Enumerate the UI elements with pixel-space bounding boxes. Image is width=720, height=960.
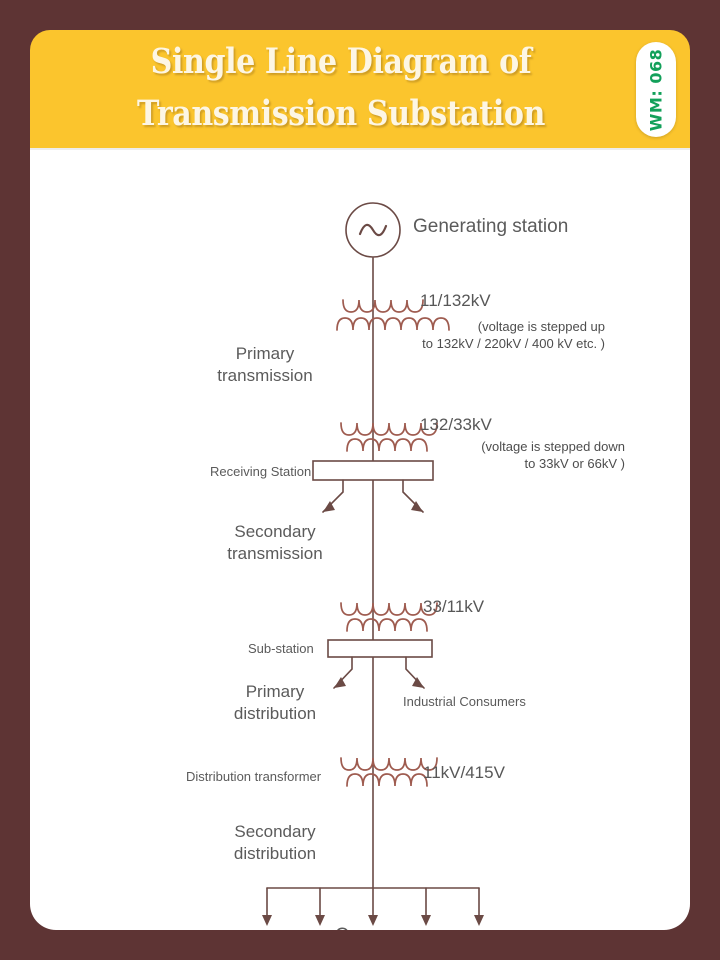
label-industrial-consumers: Industrial Consumers: [403, 694, 526, 709]
label-ratio-step-up: 11/132kV: [420, 291, 491, 310]
label-receiving-station: Receiving Station: [210, 464, 312, 479]
transformer-step-up: [336, 299, 450, 331]
transformer-step-down-1: [340, 422, 438, 452]
note-step-down-1: (voltage is stepped down to 33kV or 66kV…: [481, 439, 625, 471]
stage-secondary-transmission: Secondary transmission: [227, 522, 323, 563]
page-title: Single Line Diagram of Transmission Subs…: [137, 41, 545, 134]
diagram-svg: [262, 202, 484, 926]
generator-circle: [345, 202, 401, 258]
receiving-station-bar: [312, 460, 434, 481]
watermark-badge-label: WM: 068: [646, 48, 666, 131]
generator-sine-wave: [358, 223, 388, 237]
label-distribution-transformer: Distribution transformer: [186, 769, 322, 784]
label-generating-station: Generating station: [413, 216, 569, 237]
title-banner: Single Line Diagram of Transmission Subs…: [30, 30, 690, 148]
transformer-distribution: [340, 757, 438, 787]
stage-primary-transmission: Primary transmission: [217, 344, 313, 385]
content-card: Generating station 11/132kV (voltage is …: [30, 30, 690, 930]
label-sub-station: Sub-station: [248, 641, 314, 656]
note-step-up: (voltage is stepped up to 132kV / 220kV …: [422, 319, 605, 351]
stage-secondary-distribution: Secondary distribution: [233, 822, 317, 863]
single-line-diagram: Generating station 11/132kV (voltage is …: [60, 178, 690, 930]
label-ratio-step-down-2: 33/11kV: [423, 597, 485, 616]
watermark-badge: WM: 068: [636, 42, 676, 137]
sub-station-bar: [327, 639, 433, 658]
label-ratio-distribution: 11kV/415V: [423, 763, 505, 782]
label-consumers: Consumers: [335, 925, 432, 930]
label-ratio-step-down-1: 132/33kV: [420, 415, 492, 434]
stage-primary-distribution: Primary distribution: [233, 682, 317, 723]
transformer-step-down-2: [340, 602, 438, 632]
